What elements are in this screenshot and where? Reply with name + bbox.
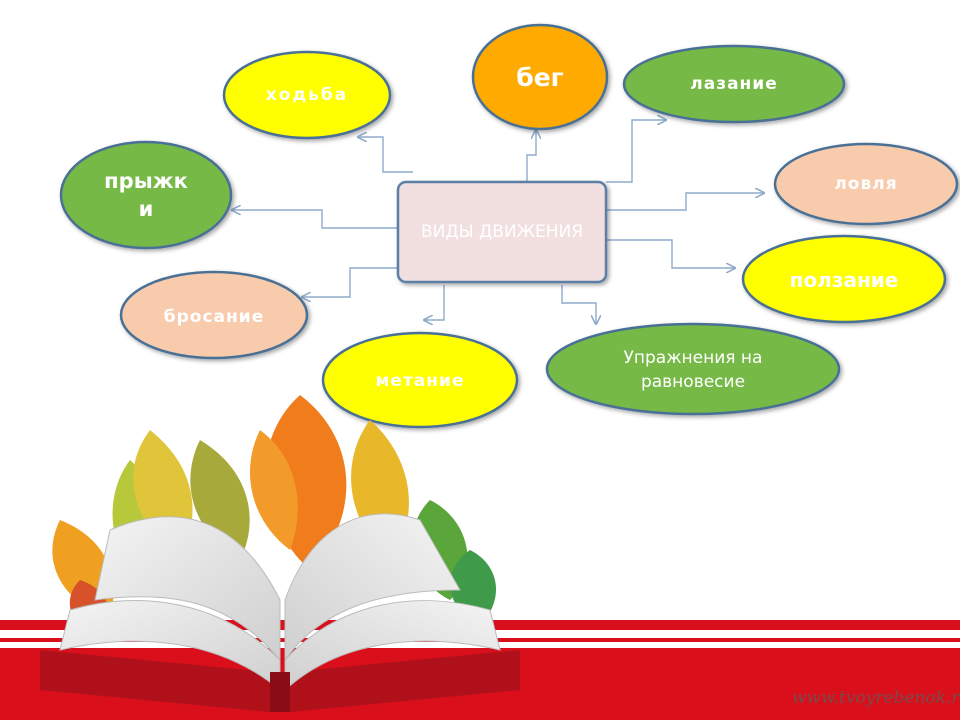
connector-hodba <box>358 137 413 173</box>
book-page-right-raised <box>284 513 461 662</box>
connector-brosanie <box>302 267 398 297</box>
book-page-left-raised <box>94 516 281 662</box>
connector-polzanie <box>606 239 735 268</box>
node-beg-shape <box>471 23 609 131</box>
connector-metanie <box>424 285 445 320</box>
node-brosanie-shape <box>119 270 309 360</box>
node-lazanie-shape <box>622 44 846 124</box>
node-ravnovesie-shape <box>545 322 841 416</box>
connector-lovlya <box>606 193 764 211</box>
center-box <box>396 180 608 284</box>
nodes <box>59 23 959 429</box>
connector-pryzhki <box>232 210 398 229</box>
node-pryzhki-shape <box>59 140 233 250</box>
leaf-orange-center <box>250 430 298 550</box>
node-polzanie-shape <box>741 234 947 324</box>
leaf-olive-mid <box>190 440 250 560</box>
connector-ravnovesie <box>561 285 596 324</box>
watermark-text: www.tvoyrebenok.ru <box>792 688 960 708</box>
node-lovlya-shape <box>773 142 959 226</box>
connector-beg <box>526 130 536 182</box>
open-book-illustration <box>40 513 520 712</box>
book-spine <box>270 672 290 712</box>
connectors <box>232 120 764 324</box>
node-hodba-shape <box>222 50 392 140</box>
node-metanie-shape <box>321 331 519 429</box>
connector-lazanie <box>606 120 666 183</box>
